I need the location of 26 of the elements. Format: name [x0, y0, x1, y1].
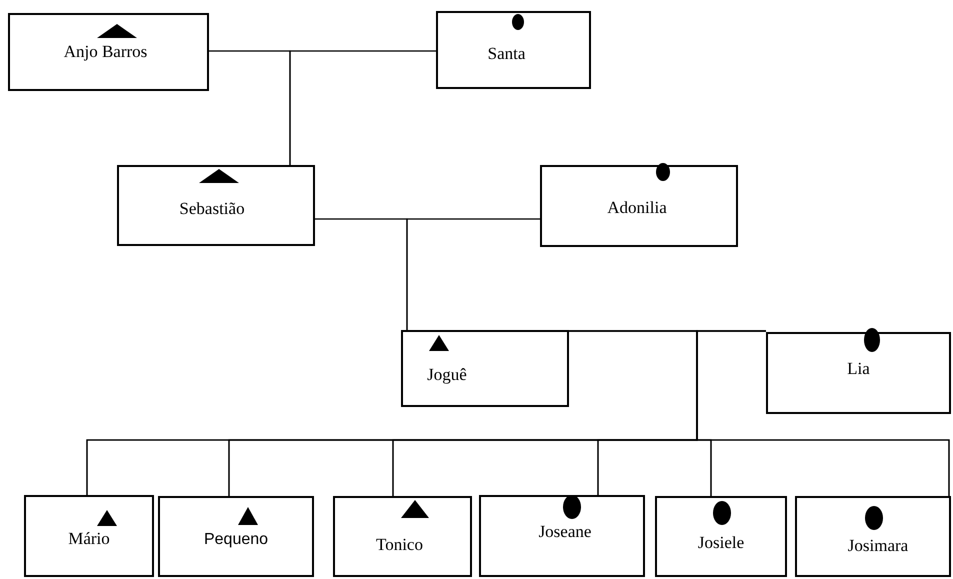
family-line	[406, 218, 540, 330]
person-box	[479, 495, 645, 577]
person-name: Pequeno	[204, 531, 268, 549]
person-name: Anjo Barros	[64, 42, 148, 62]
person-box	[8, 13, 209, 91]
person-name: Adonilia	[607, 198, 667, 218]
person-box	[795, 496, 951, 577]
person-box	[333, 496, 472, 577]
person-name: Joseane	[538, 522, 592, 542]
person-box	[401, 330, 569, 407]
person-box	[540, 165, 738, 247]
person-box	[655, 496, 787, 577]
person-name: Tonico	[376, 535, 423, 555]
person-name: Joguê	[427, 365, 467, 385]
person-name: Josiele	[698, 533, 744, 553]
family-line	[289, 50, 436, 165]
person-name: Josimara	[848, 536, 908, 556]
person-box	[117, 165, 315, 246]
person-box	[24, 495, 154, 577]
person-name: Lia	[847, 359, 870, 379]
person-name: Santa	[488, 44, 526, 64]
family-line	[696, 330, 950, 496]
person-name: Sebastião	[179, 199, 245, 219]
person-box	[436, 11, 591, 89]
person-name: Mário	[68, 529, 110, 549]
person-box	[158, 496, 314, 577]
